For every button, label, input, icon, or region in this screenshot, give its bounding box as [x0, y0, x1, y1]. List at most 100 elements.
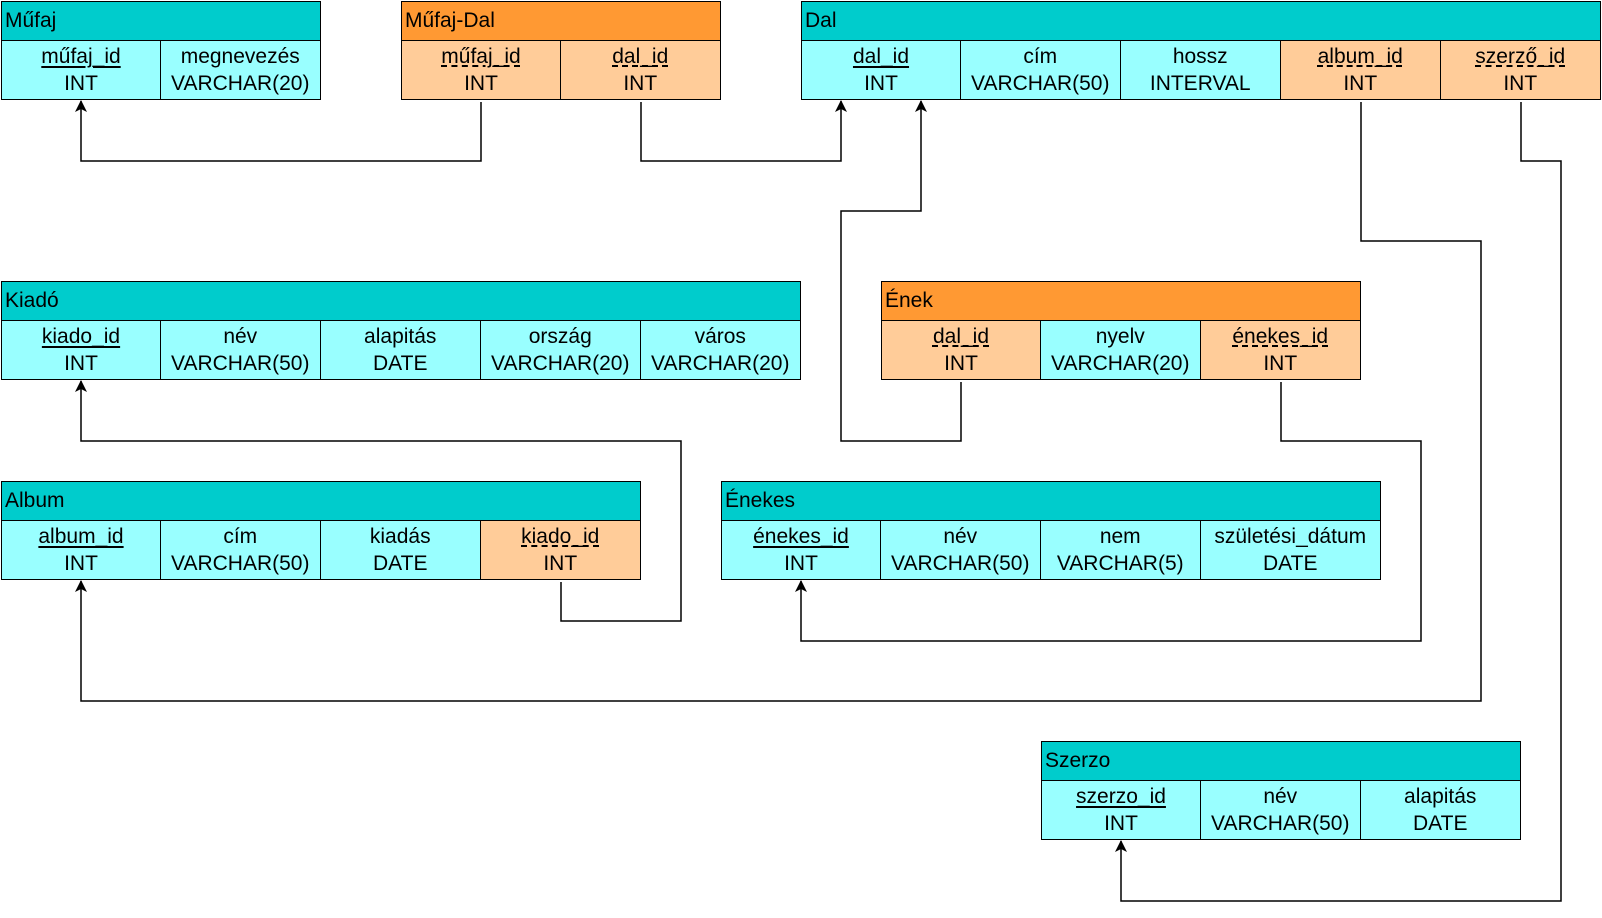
field-name: hossz [1172, 44, 1228, 68]
field-name: műfaj_id [41, 44, 121, 68]
field-album-id: album_id INT [1, 519, 161, 580]
field-name: műfaj_id [441, 44, 521, 68]
field-megnevezes: megnevezés VARCHAR(20) [159, 39, 321, 100]
field-type: INT [1104, 811, 1138, 835]
field-name: név [943, 524, 978, 548]
entity-title: Műfaj [1, 1, 321, 41]
entity-title: Dal [801, 1, 1601, 41]
field-cim: cím VARCHAR(50) [159, 519, 321, 580]
field-dal-id: dal_id INT [881, 319, 1041, 380]
field-name: kiado_id [41, 324, 121, 348]
field-nem: nem VARCHAR(5) [1039, 519, 1201, 580]
field-name: nyelv [1095, 324, 1145, 348]
field-type: INT [543, 551, 578, 575]
entity-title: Műfaj-Dal [401, 1, 721, 41]
field-name: szerzo_id [1076, 784, 1166, 808]
field-type: DATE [373, 351, 428, 375]
field-type: INT [1503, 71, 1538, 95]
field-type: INTERVAL [1149, 71, 1251, 95]
field-name: dal_id [932, 324, 990, 348]
field-type: VARCHAR(20) [1051, 351, 1190, 375]
entity-album[interactable]: Album album_id INT cím VARCHAR(50) kiadá… [1, 481, 641, 580]
field-name: város [694, 324, 746, 348]
field-enekes-id: énekes_id INT [1199, 319, 1361, 380]
field-nyelv: nyelv VARCHAR(20) [1039, 319, 1201, 380]
field-alapitas: alapitás DATE [319, 319, 481, 380]
field-szerzo-id: szerzo_id INT [1041, 779, 1201, 840]
field-name: kiadás [369, 524, 431, 548]
field-type: VARCHAR(20) [171, 71, 310, 95]
field-name: név [223, 324, 258, 348]
field-name: album_id [38, 524, 124, 548]
field-name: cím [1023, 44, 1058, 68]
field-mufaj-id: műfaj_id INT [401, 39, 561, 100]
field-enekes-id: énekes_id INT [721, 519, 881, 580]
field-mufaj-id: műfaj_id INT [1, 39, 161, 100]
field-type: DATE [373, 551, 428, 575]
field-name: alapitás [364, 324, 437, 348]
entity-mufaj-dal[interactable]: Műfaj-Dal műfaj_id INT dal_id INT [401, 1, 721, 100]
field-dal-id: dal_id INT [559, 39, 721, 100]
field-cim: cím VARCHAR(50) [959, 39, 1121, 100]
field-kiado-id: kiado_id INT [1, 319, 161, 380]
field-alapitas: alapitás DATE [1359, 779, 1521, 840]
field-type: DATE [1263, 551, 1318, 575]
field-type: VARCHAR(50) [891, 551, 1030, 575]
field-name: kiado_id [521, 524, 600, 548]
field-type: VARCHAR(20) [651, 351, 790, 375]
entity-szerzo[interactable]: Szerzo szerzo_id INT név VARCHAR(50) ala… [1041, 741, 1521, 840]
entity-title: Kiadó [1, 281, 801, 321]
entity-kiado[interactable]: Kiadó kiado_id INT név VARCHAR(50) alapi… [1, 281, 801, 380]
field-type: VARCHAR(50) [1211, 811, 1350, 835]
field-nev: név VARCHAR(50) [1199, 779, 1361, 840]
field-name: születési_dátum [1214, 524, 1367, 548]
field-type: INT [1343, 71, 1378, 95]
field-dal-id: dal_id INT [801, 39, 961, 100]
field-orszag: ország VARCHAR(20) [479, 319, 641, 380]
field-type: INT [944, 351, 978, 375]
entity-enekes[interactable]: Énekes énekes_id INT név VARCHAR(50) nem… [721, 481, 1381, 580]
field-album-id: album_id INT [1279, 39, 1441, 100]
field-type: VARCHAR(5) [1056, 551, 1184, 575]
entity-title: Énekes [721, 481, 1381, 521]
entity-dal[interactable]: Dal dal_id INT cím VARCHAR(50) hossz INT… [801, 1, 1601, 100]
field-type: INT [464, 71, 498, 95]
field-kiado-id: kiado_id INT [479, 519, 641, 580]
field-type: INT [623, 71, 658, 95]
entity-enek[interactable]: Ének dal_id INT nyelv VARCHAR(20) énekes… [881, 281, 1361, 380]
field-name: név [1263, 784, 1298, 808]
field-varos: város VARCHAR(20) [639, 319, 801, 380]
field-name: cím [223, 524, 258, 548]
field-type: INT [64, 351, 98, 375]
field-name: szerző_id [1475, 44, 1566, 68]
entity-title: Ének [881, 281, 1361, 321]
entity-title: Album [1, 481, 641, 521]
field-name: alapitás [1404, 784, 1477, 808]
field-name: dal_id [852, 44, 910, 68]
field-name: dal_id [612, 44, 669, 68]
entity-mufaj[interactable]: Műfaj műfaj_id INT megnevezés VARCHAR(20… [1, 1, 321, 100]
field-type: INT [784, 551, 818, 575]
field-type: INT [64, 71, 98, 95]
link-enek-to-dal [840, 100, 962, 442]
field-hossz: hossz INTERVAL [1119, 39, 1281, 100]
field-szerzo-id: szerző_id INT [1439, 39, 1601, 100]
link-dal-to-album [75, 102, 1482, 702]
field-type: VARCHAR(50) [171, 351, 310, 375]
field-name: énekes_id [753, 524, 849, 548]
field-type: VARCHAR(20) [491, 351, 630, 375]
field-type: INT [864, 71, 898, 95]
field-type: VARCHAR(50) [971, 71, 1110, 95]
field-nev: név VARCHAR(50) [159, 319, 321, 380]
field-type: INT [1263, 351, 1298, 375]
field-type: VARCHAR(50) [171, 551, 310, 575]
link-mufaj-dal-to-mufaj [75, 100, 482, 162]
field-name: énekes_id [1232, 324, 1329, 348]
field-szuletesi-datum: születési_dátum DATE [1199, 519, 1381, 580]
field-name: nem [1099, 524, 1141, 548]
entity-title: Szerzo [1041, 741, 1521, 781]
field-name: megnevezés [180, 44, 300, 68]
field-nev: név VARCHAR(50) [879, 519, 1041, 580]
field-type: INT [64, 551, 98, 575]
field-kiadas: kiadás DATE [319, 519, 481, 580]
